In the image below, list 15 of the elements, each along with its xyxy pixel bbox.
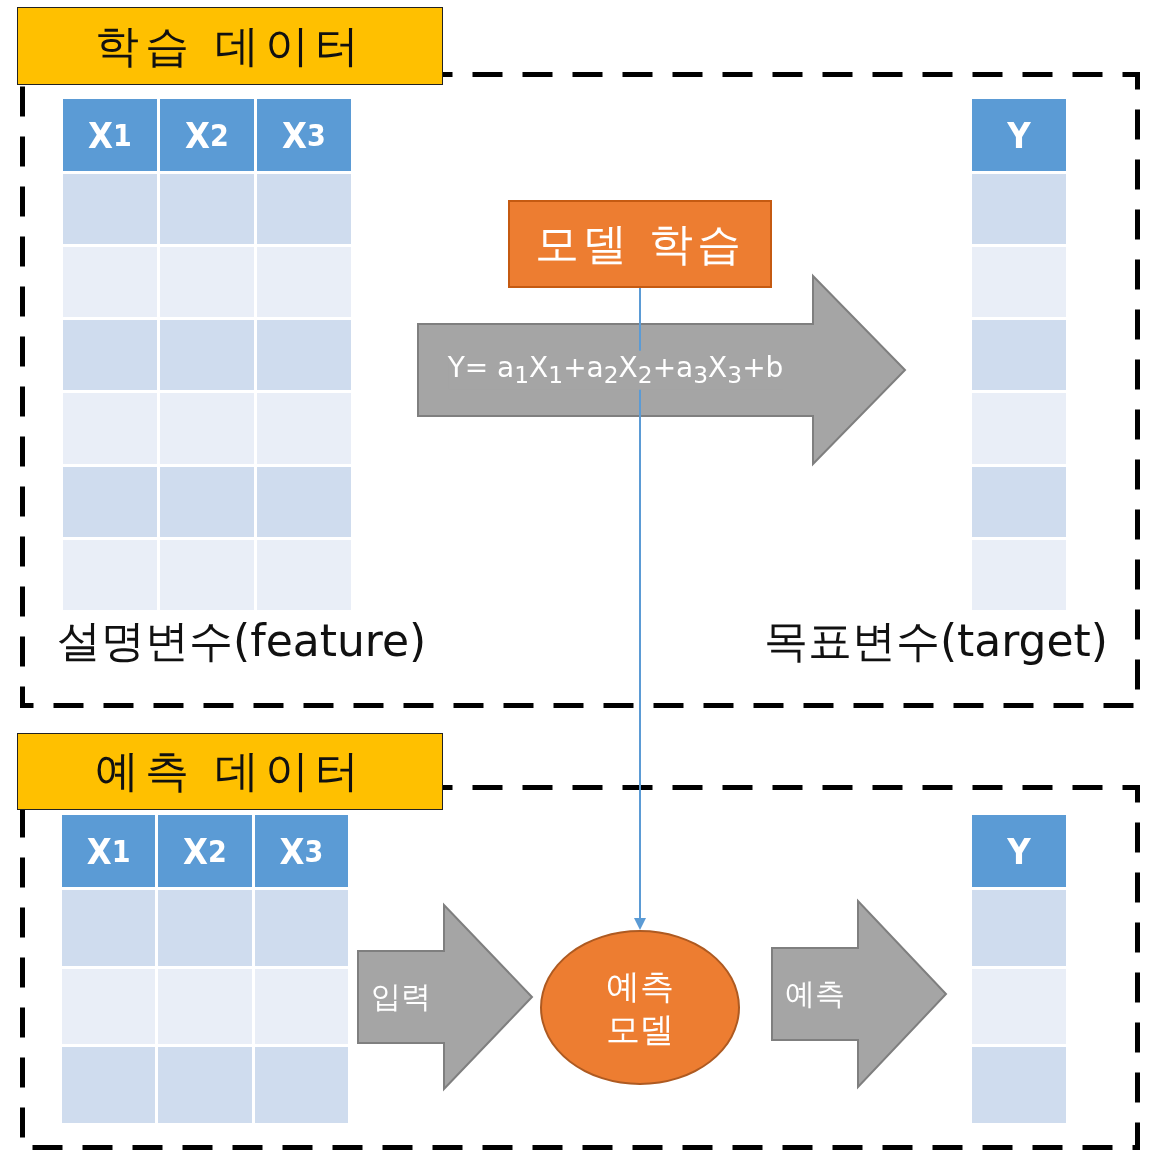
tag-title: 예측 데이터 [95, 744, 365, 798]
data-table [62, 815, 348, 1123]
table-caption: 목표변수(target) [763, 614, 1108, 668]
arrow [634, 287, 646, 930]
header-cell: Y [972, 815, 1066, 887]
box-title: 모델 학습 [535, 216, 745, 271]
edge-label: Y= a$_{1}$X$_{1}$+a$_{2}$X$_{2}$+a$_{3}$X$_{3}$+b [447, 350, 784, 390]
data-table [972, 815, 1066, 1123]
title-tag [17, 7, 443, 85]
table-caption: 설명변수(feature) [57, 614, 427, 668]
ellipse-text: 예측 모델 [605, 965, 675, 1050]
title-tag [17, 733, 443, 810]
process-box [508, 200, 772, 288]
header-cell: Y [972, 99, 1066, 171]
tag-title: 학습 데이터 [95, 18, 365, 73]
